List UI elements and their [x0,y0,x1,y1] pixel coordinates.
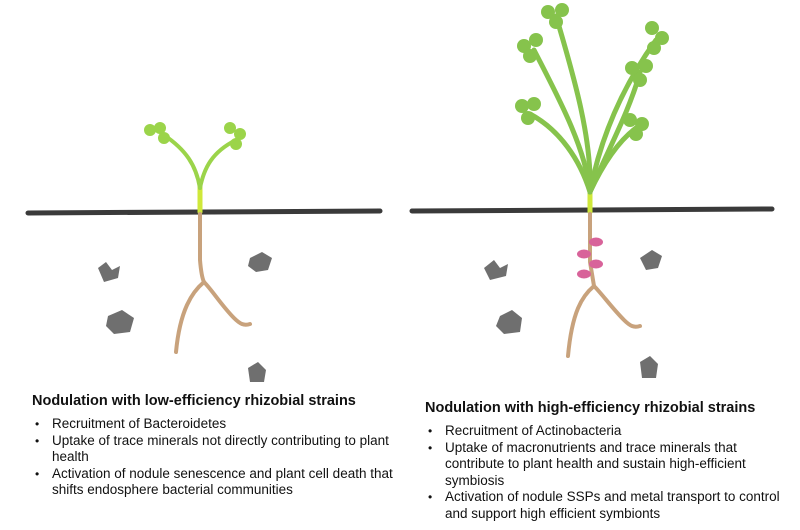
seedling-low-efficiency-icon [144,122,246,215]
list-item: Recruitment of Bacteroidetes [32,416,407,433]
low-efficiency-title: Nodulation with low-efficiency rhizobial… [32,393,356,409]
list-item: Uptake of macronutrients and trace miner… [425,440,795,490]
plant-high-efficiency-icon [527,13,659,215]
rock-icon [640,250,662,270]
rock-icon [640,356,658,378]
soil-line-left [25,208,383,216]
leaf-clusters [515,3,669,141]
high-efficiency-title: Nodulation with high-efficiency rhizobia… [425,400,756,416]
rock-icon [106,310,134,334]
rock-icon [496,310,522,334]
high-efficiency-panel: Nodulation with high-efficiency rhizobia… [425,399,795,522]
root-left [174,212,252,354]
rock-icon [98,262,120,282]
rock-icon [484,260,508,280]
high-efficiency-list: Recruitment of Actinobacteria Uptake of … [425,423,795,522]
list-item: Uptake of trace minerals not directly co… [32,433,407,466]
low-efficiency-panel: Nodulation with low-efficiency rhizobial… [32,392,407,499]
root-right [566,212,642,358]
list-item: Recruitment of Actinobacteria [425,423,795,440]
list-item: Activation of nodule SSPs and metal tran… [425,489,795,522]
list-item: Activation of nodule senescence and plan… [32,466,407,499]
root-nodule-icon [577,237,603,279]
rock-icon [248,362,266,382]
rock-icon [248,252,272,272]
low-efficiency-list: Recruitment of Bacteroidetes Uptake of t… [32,416,407,499]
